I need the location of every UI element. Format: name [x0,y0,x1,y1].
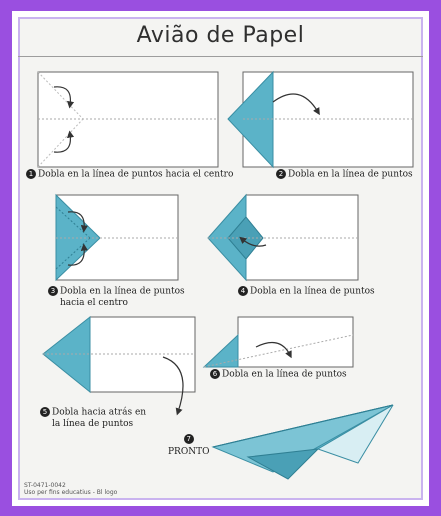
step-6-text: Dobla en la línea de puntos [222,369,347,380]
step-3-diagram [55,193,179,282]
step-7-text: PRONTO [168,447,210,457]
finished-plane-diagram [211,404,394,480]
poster: Avião de Papel [12,11,429,506]
poster-title: Avião de Papel [136,23,305,48]
step-number-badge: 6 [210,369,220,379]
step-number-badge: 7 [183,434,194,444]
step-3-text: Dobla en la línea de puntos [60,286,185,297]
step-2-diagram [227,70,414,169]
title-divider [18,56,423,57]
step-number-badge: 5 [40,407,50,417]
footer-line-2: Uso per fins educatius - Bl logo [24,489,118,496]
instruction-diagrams [37,70,414,480]
step-5-text: Dobla hacia atrás en [52,407,147,418]
step-number-badge: 4 [238,286,248,296]
footer-credit: ST-0471-0042 Uso per fins educatius - Bl… [24,482,117,496]
step-1-diagram [37,71,219,168]
step-6-diagram [202,316,354,368]
step-7-caption: 7 PRONTO [168,434,209,458]
step-4-text: Dobla en la línea de puntos [250,286,375,297]
footer-line-1: ST-0471-0042 [24,482,66,489]
step-number-badge: 2 [276,169,286,179]
step-3-text-line2: hacia el centro [60,297,128,308]
step-5-text-line2: la línea de puntos [52,418,134,429]
step-5-diagram [42,315,196,416]
step-1-text: Dobla en la línea de puntos hacia el cen… [38,169,234,180]
step-number-badge: 1 [26,169,36,179]
step-2-text: Dobla en la línea de puntos [288,169,413,180]
step-number-badge: 3 [48,286,58,296]
step-4-diagram [207,193,359,282]
